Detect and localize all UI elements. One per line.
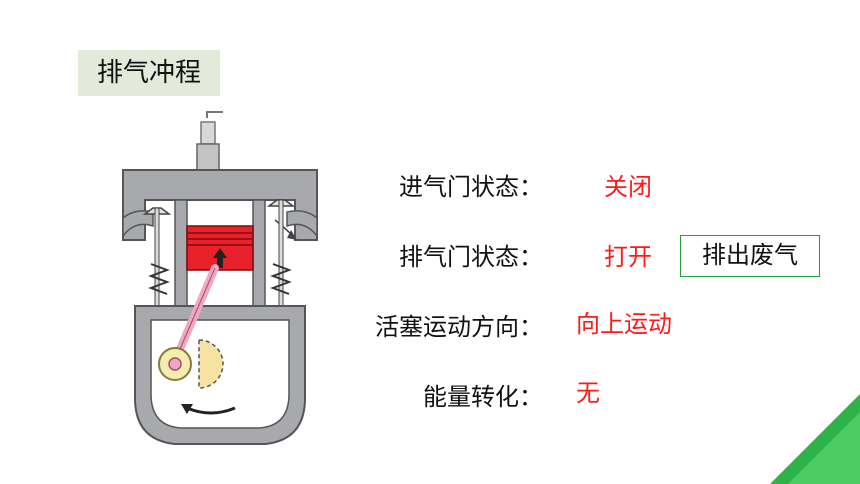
connecting-rod-icon	[173, 264, 219, 360]
piston-direction-label: 活塞运动方向：	[375, 313, 543, 341]
spark-plug-icon	[196, 111, 223, 171]
intake-valve-value: 关闭	[604, 173, 652, 201]
exhaust-valve-label: 排气门状态：	[399, 243, 543, 271]
crankshaft-icon	[158, 339, 224, 389]
page-title: 排气冲程	[78, 50, 220, 96]
piston-direction-value: 向上运动	[576, 310, 672, 338]
exhaust-note-box: 排出废气	[680, 235, 820, 277]
corner-accent-shape	[770, 394, 860, 484]
engine-cylinder-diagram	[122, 111, 318, 445]
exhaust-valve-value: 打开	[604, 243, 652, 271]
piston-icon	[186, 225, 254, 271]
intake-valve-label: 进气门状态：	[399, 173, 543, 201]
energy-conversion-value: 无	[576, 379, 600, 407]
energy-conversion-label: 能量转化：	[423, 383, 543, 411]
rotation-arrow-icon	[181, 404, 236, 415]
